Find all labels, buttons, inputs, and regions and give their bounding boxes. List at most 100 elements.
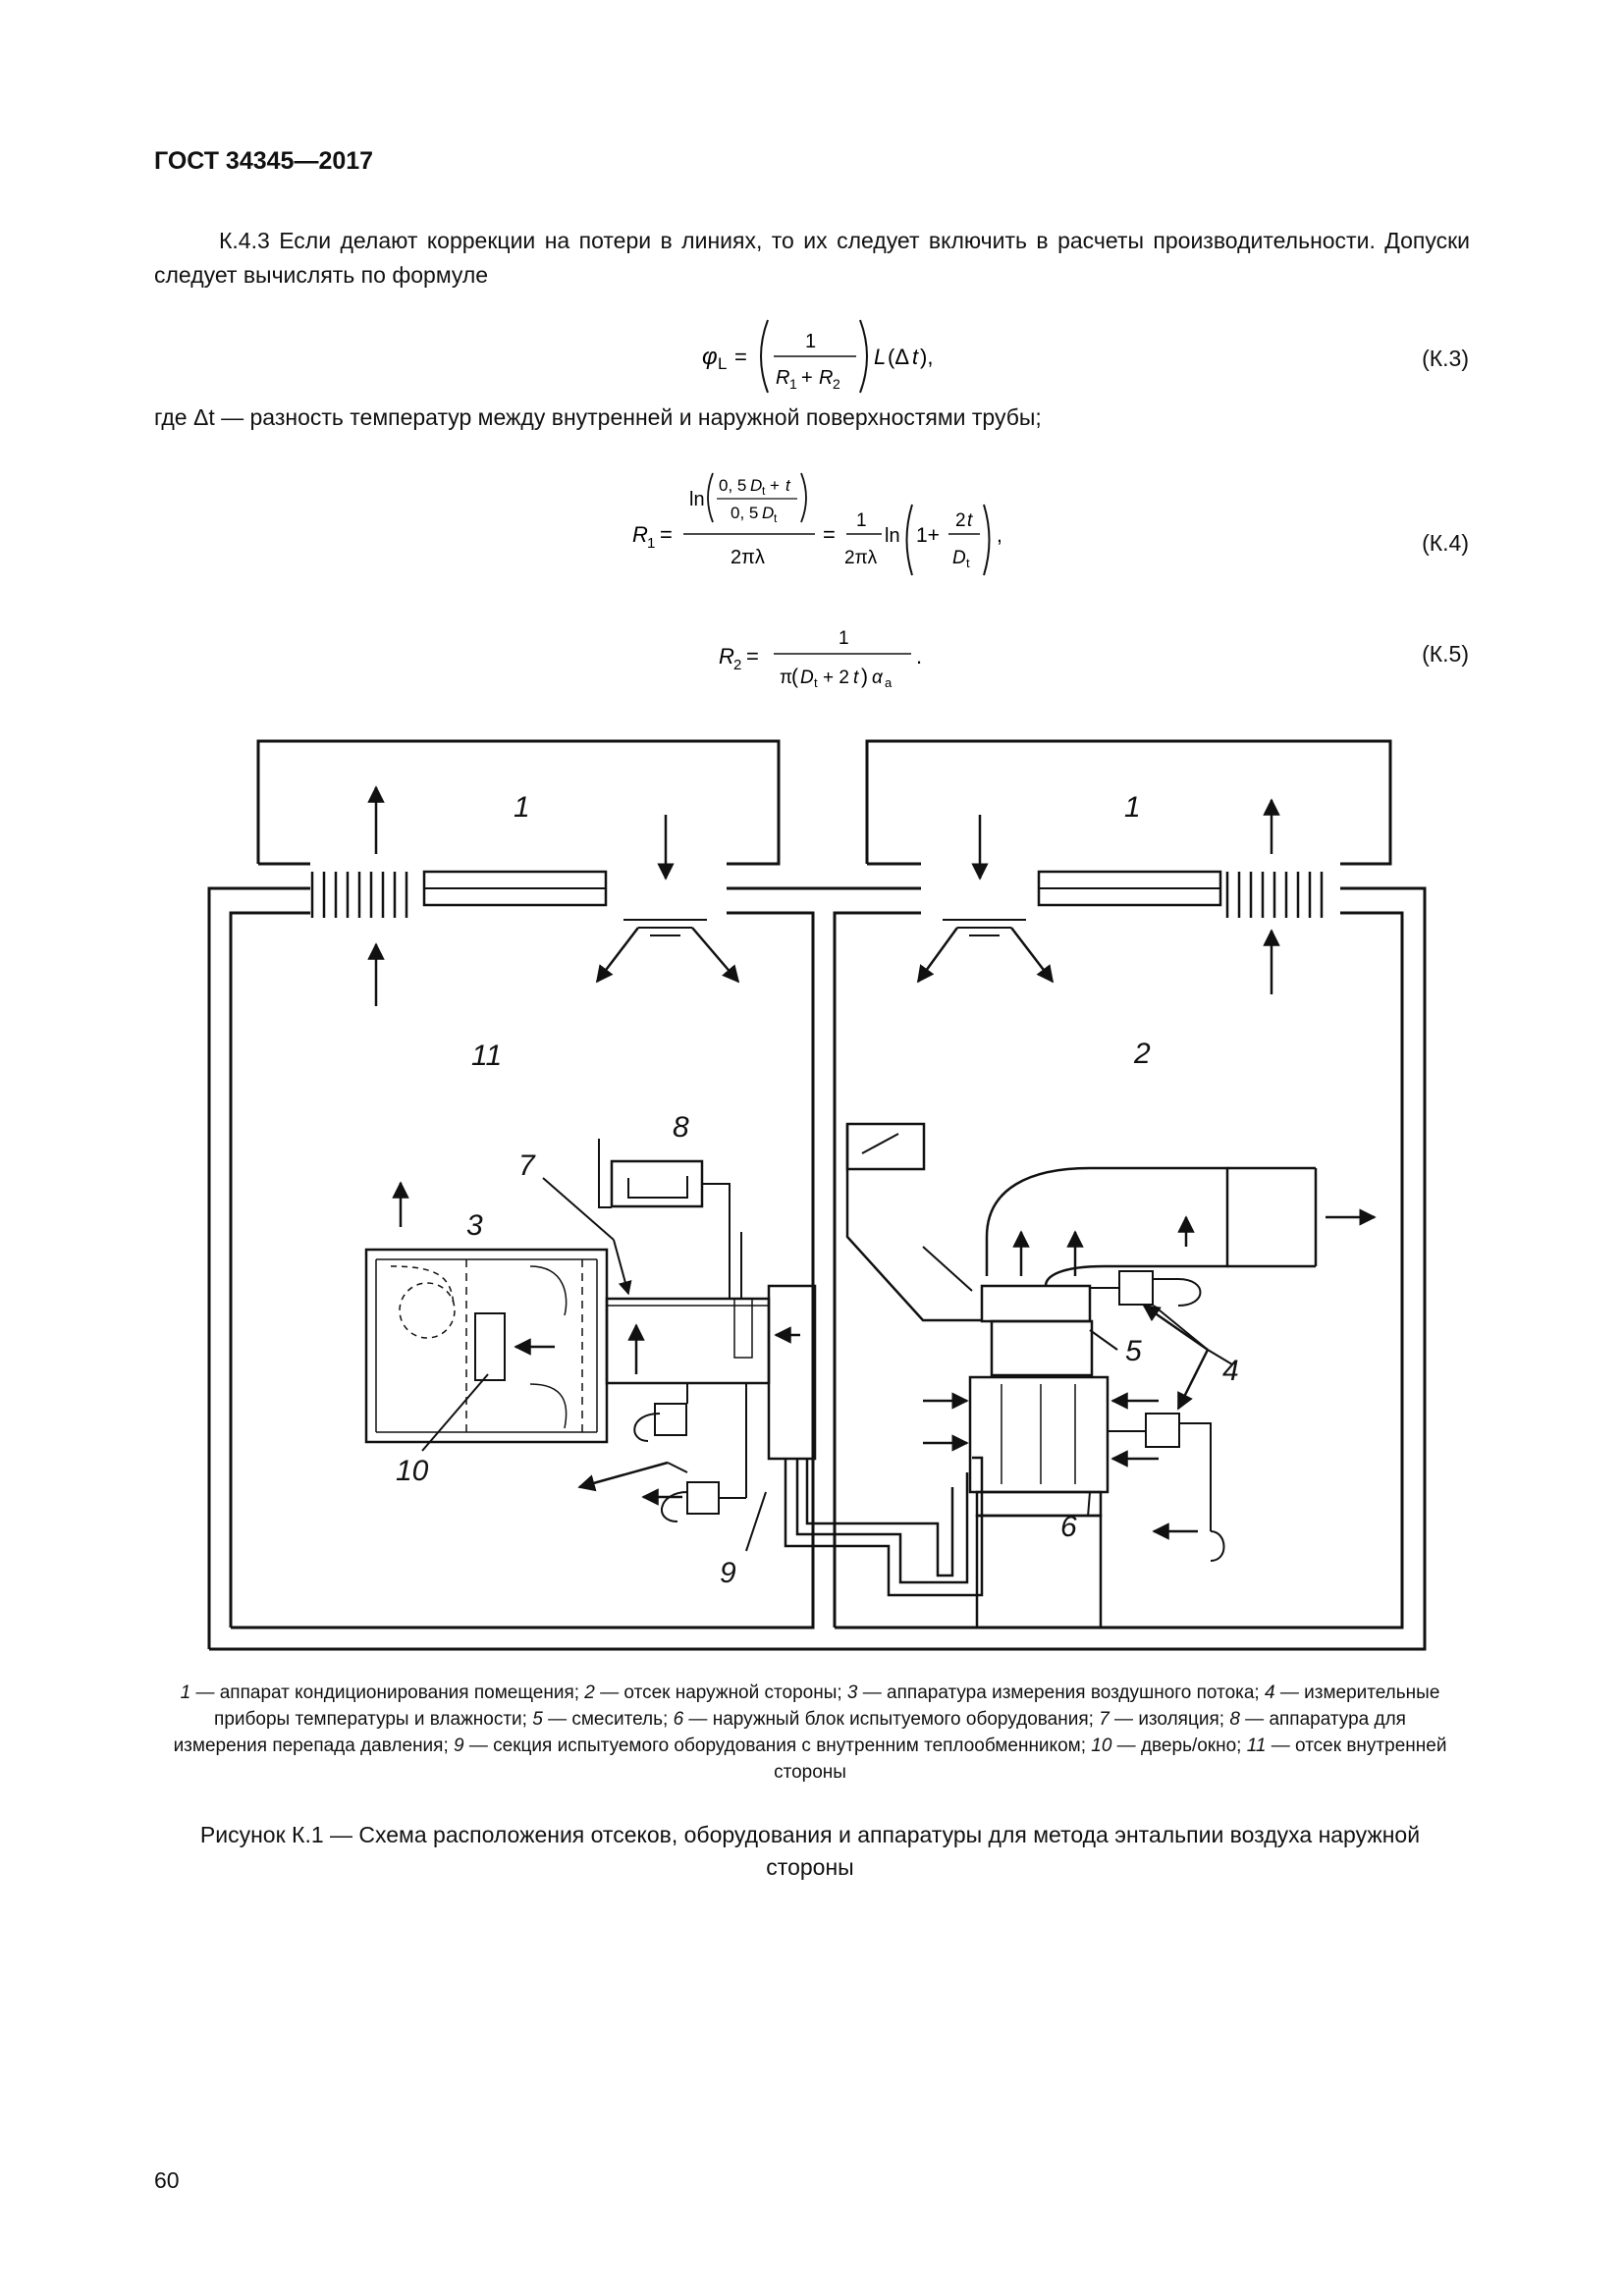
svg-text:D: D xyxy=(762,504,774,522)
formula-number-k4: (К.4) xyxy=(1422,530,1469,556)
svg-text:2: 2 xyxy=(955,510,966,531)
label-10: 10 xyxy=(396,1455,429,1487)
svg-text:R: R xyxy=(819,367,833,389)
figure-k1-diagram: 1 1 11 2 8 7 3 5 4 10 6 9 xyxy=(207,739,1427,1651)
svg-text:t: t xyxy=(966,556,970,570)
label-5: 5 xyxy=(1125,1335,1142,1367)
outdoor-duct-elbow xyxy=(985,1166,1229,1287)
legend-item-4: 4 — измерительные приборы температуры и … xyxy=(214,1682,1440,1730)
label-9: 9 xyxy=(720,1557,736,1589)
svg-text:φ: φ xyxy=(702,344,718,370)
legend-item-5: 5 — смеситель; xyxy=(532,1709,674,1730)
svg-text:1: 1 xyxy=(647,535,655,552)
svg-text:α: α xyxy=(872,667,884,688)
airflow-chamber xyxy=(364,1248,609,1444)
formula-k3: φ L = 1 R 1 + R 2 L (Δ t ), xyxy=(702,319,933,394)
svg-text:a: a xyxy=(885,675,893,690)
label-3: 3 xyxy=(466,1209,483,1242)
svg-text:0, 5: 0, 5 xyxy=(719,476,746,495)
paragraph-k43: К.4.3 Если делают коррекции на потери в … xyxy=(154,228,1470,288)
svg-text:t: t xyxy=(785,476,791,495)
svg-text:+: + xyxy=(770,476,780,495)
label-8: 8 xyxy=(673,1111,689,1144)
legend-item-3: 3 — аппаратура измерения воздушного пото… xyxy=(846,1682,1265,1703)
legend-item-9: 9 — секция испытуемого оборудования с вн… xyxy=(454,1735,1092,1756)
pressure-gauge-8 xyxy=(610,1159,704,1208)
label-1-right: 1 xyxy=(1124,791,1141,824)
figure-caption: Рисунок К.1 — Схема расположения отсеков… xyxy=(199,1822,1421,1880)
label-6: 6 xyxy=(1060,1511,1077,1543)
svg-text:R: R xyxy=(776,367,789,389)
compartment-outer-wall xyxy=(207,886,1427,1651)
svg-text:+ 2: + 2 xyxy=(823,667,849,688)
page-number: 60 xyxy=(154,2167,180,2193)
legend-item-11: 11 — отсек внутренней стороны xyxy=(774,1735,1447,1783)
door-window xyxy=(474,1312,506,1381)
svg-text:t: t xyxy=(814,675,818,690)
formula-number-k3: (К.3) xyxy=(1422,346,1469,371)
svg-text:D: D xyxy=(800,667,814,688)
svg-text:D: D xyxy=(952,548,966,568)
room-ac-right-outline xyxy=(865,739,1392,866)
svg-text:,: , xyxy=(997,524,1002,547)
svg-text:D: D xyxy=(750,476,762,495)
svg-text:2: 2 xyxy=(833,376,840,392)
svg-text:t: t xyxy=(774,511,778,525)
svg-text:=: = xyxy=(746,644,759,668)
legend-item-6: 6 — наружный блок испытуемого оборудован… xyxy=(673,1709,1100,1730)
svg-text:(: ( xyxy=(791,666,798,688)
label-7: 7 xyxy=(518,1149,536,1182)
indoor-test-section xyxy=(767,1284,817,1461)
figure-legend: 1 — аппарат кондиционирования помещения;… xyxy=(167,1680,1453,1786)
compartment-inner-wall-right xyxy=(833,911,1404,1629)
legend-item-10: 10 — дверь/окно; xyxy=(1091,1735,1247,1756)
svg-text:ln: ln xyxy=(689,489,705,510)
svg-text:π: π xyxy=(780,667,792,688)
room-ac-left-outline xyxy=(256,739,781,866)
outdoor-unit xyxy=(968,1375,1110,1494)
legend-item-2: 2 — отсек наружной стороны; xyxy=(584,1682,847,1703)
label-2: 2 xyxy=(1133,1038,1151,1070)
where-line: где Δt — разность температур между внутр… xyxy=(154,404,1042,430)
formula-k4: R 1 = ln 0, 5 D t + t 0, 5 D t 2πλ = 1 2… xyxy=(632,472,1002,576)
svg-text:R: R xyxy=(719,644,734,668)
duct-section xyxy=(605,1297,771,1385)
sensor-box-outer-1 xyxy=(1118,1270,1154,1306)
svg-text:): ) xyxy=(861,666,868,688)
formula-number-k5: (К.5) xyxy=(1422,641,1469,667)
svg-text:1: 1 xyxy=(789,376,797,392)
svg-text:1: 1 xyxy=(839,628,849,649)
document-header: ГОСТ 34345—2017 xyxy=(154,147,374,175)
svg-text:0, 5: 0, 5 xyxy=(731,504,758,522)
svg-text:1+: 1+ xyxy=(916,524,940,547)
svg-text:L: L xyxy=(874,345,886,369)
svg-text:=: = xyxy=(660,522,673,547)
label-1-left: 1 xyxy=(514,791,530,824)
svg-text:L: L xyxy=(718,354,727,373)
svg-text:(Δ: (Δ xyxy=(888,345,909,369)
svg-text:t: t xyxy=(762,484,766,498)
legend-item-1: 1 — аппарат кондиционирования помещения; xyxy=(180,1682,585,1703)
svg-text:=: = xyxy=(823,522,836,547)
svg-text:2: 2 xyxy=(733,657,741,673)
svg-text:R: R xyxy=(632,522,648,547)
legend-item-8: 8 — аппаратура для измерения перепада да… xyxy=(173,1709,1406,1756)
svg-text:.: . xyxy=(916,644,922,668)
svg-text:+: + xyxy=(801,367,813,389)
pressure-gauge-right xyxy=(845,1122,926,1171)
svg-text:=: = xyxy=(734,345,747,369)
svg-text:2πλ: 2πλ xyxy=(844,548,878,568)
sensor-box-inner-1 xyxy=(654,1403,687,1436)
svg-text:1: 1 xyxy=(805,331,816,352)
formula-k5: R 2 = 1 π ( D t + 2 t ) α a . xyxy=(719,628,922,690)
mixer xyxy=(980,1284,1092,1323)
svg-text:t: t xyxy=(967,510,973,531)
label-4: 4 xyxy=(1222,1355,1239,1387)
label-11: 11 xyxy=(471,1040,502,1072)
svg-text:t: t xyxy=(853,667,859,688)
sensor-box-outer-2 xyxy=(1145,1413,1180,1448)
svg-text:1: 1 xyxy=(856,510,867,531)
sensor-box-inner-2 xyxy=(686,1481,720,1515)
svg-text:),: ), xyxy=(920,345,933,369)
svg-text:2πλ: 2πλ xyxy=(731,547,765,568)
